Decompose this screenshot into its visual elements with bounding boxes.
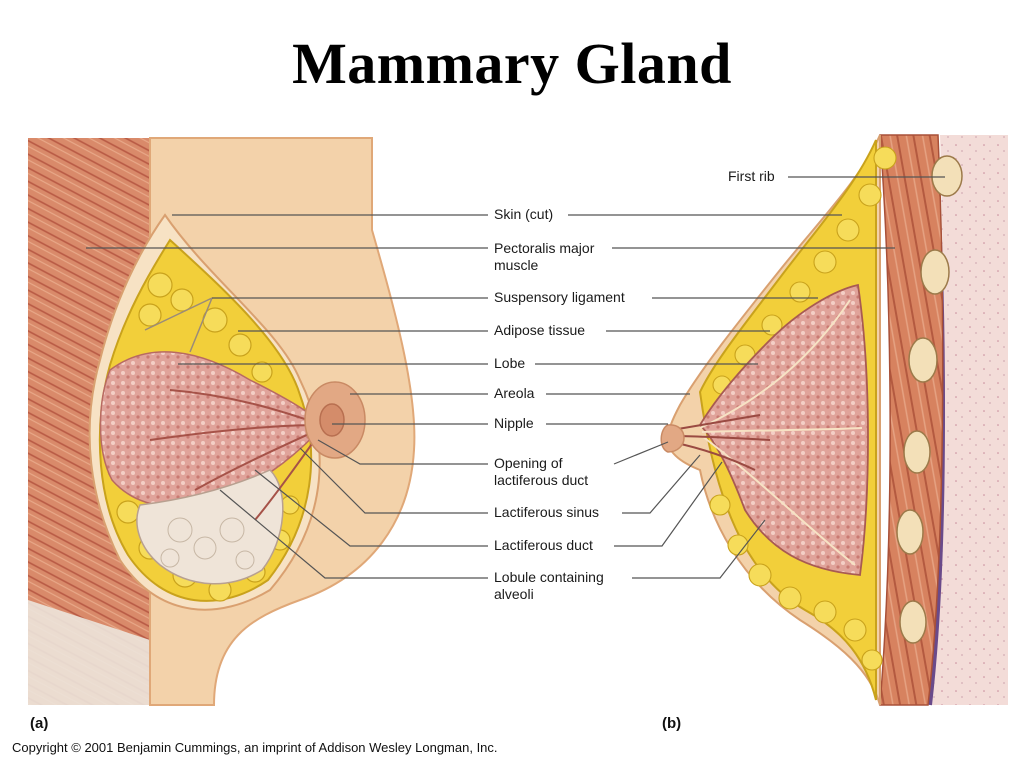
copyright-notice: Copyright © 2001 Benjamin Cummings, an i… <box>12 740 498 755</box>
panel-label-b: (b) <box>662 715 682 732</box>
page-title: Mammary Gland <box>292 31 732 96</box>
label-first-rib: First rib <box>728 168 775 184</box>
label-lobule-containing-alveoli: Lobule containing alveoli <box>494 569 604 602</box>
panel-a-drawing <box>28 137 416 706</box>
label-lobe: Lobe <box>494 355 526 371</box>
label-opening-of-lactiferous-duct: Opening of lactiferous duct <box>494 455 589 488</box>
panel-label-a: (a) <box>30 715 49 732</box>
label-suspensory-ligament: Suspensory ligament <box>494 289 625 305</box>
label-pectoralis-major-muscle: Pectoralis major muscle <box>494 240 595 273</box>
label-skin-cut: Skin (cut) <box>494 206 554 222</box>
label-areola: Areola <box>494 385 535 401</box>
label-lactiferous-sinus: Lactiferous sinus <box>494 504 600 520</box>
leader-lines <box>86 176 945 579</box>
label-lactiferous-duct: Lactiferous duct <box>494 537 593 553</box>
panel-b-drawing <box>660 134 1008 706</box>
label-nipple: Nipple <box>494 415 534 431</box>
label-adipose-tissue: Adipose tissue <box>494 322 586 338</box>
